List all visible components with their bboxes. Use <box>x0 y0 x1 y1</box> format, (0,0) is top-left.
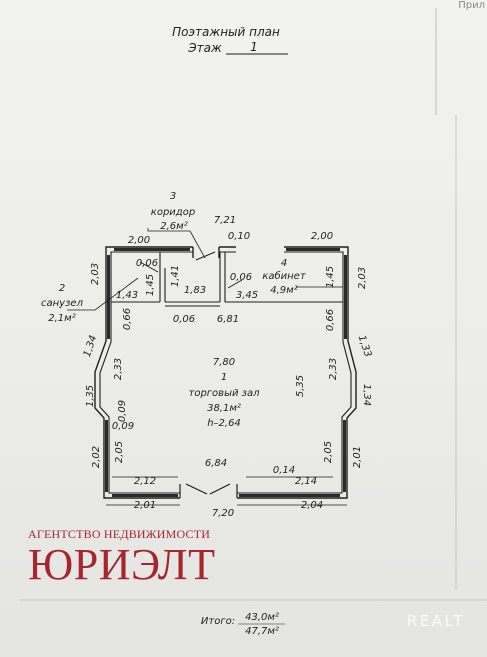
office-area: 4,9м² <box>270 285 297 296</box>
dim-left-lower-outer: 2,02 <box>91 446 102 468</box>
dim-left-lower-inner: 2,05 <box>114 441 125 463</box>
partition-corridor-office <box>219 252 226 302</box>
corner-text: Прил <box>458 0 485 11</box>
dim-left-inner: 2,33 <box>113 358 124 380</box>
dim-right-slant-lower: 1,34 <box>361 384 372 406</box>
dim-right-upper: 2,03 <box>357 267 368 289</box>
inner-wall <box>99 251 352 494</box>
leader-lines <box>67 228 206 311</box>
dim-bottom-total: 7,20 <box>212 508 234 519</box>
dim-hall-depth: 5,35 <box>295 375 306 397</box>
totals-value-2: 47,7м² <box>245 626 279 637</box>
dimension-ticks <box>106 286 347 506</box>
dim-inner-span: 6,81 <box>217 314 239 325</box>
hall-number: 1 <box>221 372 227 383</box>
inner-doors <box>139 251 243 289</box>
hall-name: торговый зал <box>189 388 261 399</box>
dim-left-upper: 2,03 <box>90 263 101 285</box>
dim-left-slant-lower: 1,35 <box>85 385 96 407</box>
dim-top-right: 2,00 <box>311 231 333 242</box>
office-name: кабинет <box>262 270 307 282</box>
agency-logo: АГЕНТСТВО НЕДВИЖИМОСТИ ЮРИЭЛТ <box>28 527 268 587</box>
dim-top-gap: 0,10 <box>228 231 250 242</box>
dim-corridor-width: 1,83 <box>184 285 206 296</box>
realt-watermark: REALT <box>406 612 465 630</box>
corridor-area: 2,6м² <box>160 221 187 232</box>
dim-right-inner: 2,33 <box>328 358 339 380</box>
dim-top-total: 7,21 <box>214 215 236 226</box>
bathroom-name: санузел <box>41 298 84 309</box>
dim-office-wall: 0,06 <box>230 272 252 283</box>
bathroom-area: 2,1м² <box>48 313 75 324</box>
hall-area: 38,1м² <box>207 403 241 414</box>
totals-value-1: 43,0м² <box>245 612 279 623</box>
totals-label: Итого: <box>201 616 235 627</box>
dim-bottom-left-outer: 2,01 <box>134 500 156 511</box>
dim-corridor-height: 1,41 <box>170 265 181 287</box>
dim-right-slant-upper: 1,33 <box>356 334 373 359</box>
entrance-door <box>179 483 238 498</box>
dim-wall-left: 0,66 <box>122 308 133 330</box>
agency-name: ЮРИЭЛТ <box>28 540 216 589</box>
dim-bath-height: 1,45 <box>145 274 156 296</box>
dim-bottom-right-inner: 2,14 <box>295 476 317 487</box>
corridor-number: 3 <box>170 191 176 202</box>
floor-value: 1 <box>250 40 258 54</box>
dim-bath-side: 1,43 <box>116 290 138 301</box>
dim-left-pier-outer: 0,09 <box>117 400 128 422</box>
plan-title: Поэтажный план <box>172 25 280 39</box>
outer-wall <box>94 246 357 499</box>
agency-subtitle: АГЕНТСТВО НЕДВИЖИМОСТИ <box>28 527 211 541</box>
dim-bath-width: 0,06 <box>136 258 158 269</box>
dim-right-lower-outer: 2,01 <box>352 446 363 468</box>
building-walls <box>94 246 357 499</box>
dim-hall-width: 7,80 <box>213 357 235 368</box>
dim-bottom-pier: 0,14 <box>273 465 295 476</box>
dim-wall-right: 0,66 <box>325 309 336 331</box>
dim-office-height: 1,45 <box>325 266 336 288</box>
dim-bottom-left-inner: 2,12 <box>134 476 156 487</box>
dim-left-pier-inner: 0,09 <box>112 421 134 432</box>
floor-label: Этаж <box>187 41 222 55</box>
bathroom-number: 2 <box>59 283 65 294</box>
dim-office-width: 3,45 <box>236 290 258 301</box>
hall-height: h–2,64 <box>207 418 241 429</box>
dim-top-left: 2,00 <box>128 235 150 246</box>
dim-corridor-bottom: 0,06 <box>173 314 195 325</box>
office-number: 4 <box>281 258 287 269</box>
partition-bath-corridor <box>159 252 166 302</box>
partition-horizontal <box>111 301 343 307</box>
corridor-name: коридор <box>151 207 195 218</box>
dim-left-slant-upper: 1,34 <box>82 334 99 359</box>
dim-bottom-right-outer: 2,04 <box>301 500 323 511</box>
dim-right-lower-inner: 2,05 <box>323 441 334 463</box>
dim-bottom-inner: 6,84 <box>205 458 227 469</box>
